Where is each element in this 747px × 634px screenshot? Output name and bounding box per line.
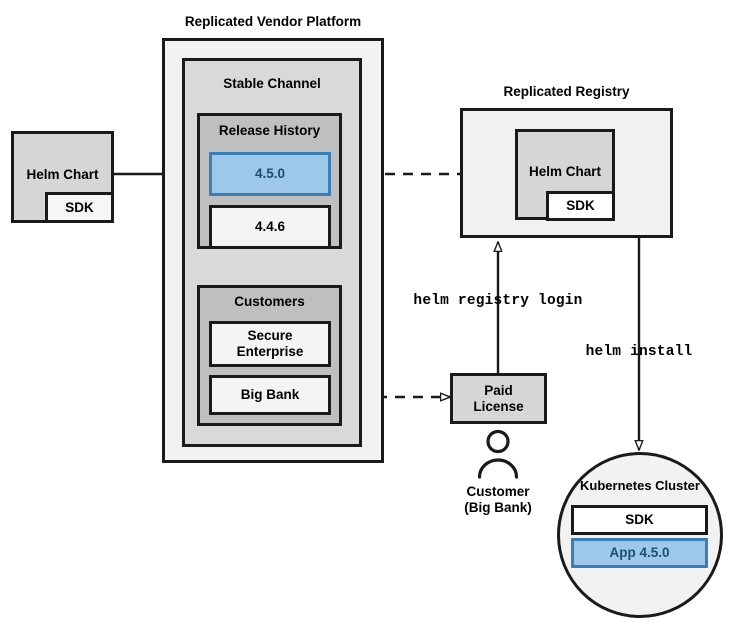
registry-helm-chart-box: Helm Chart [515,129,615,220]
paid-license-box: Paid License [450,373,547,424]
source-helm-chart-label: Helm Chart [26,167,99,182]
registry-sdk-label: SDK [566,198,595,214]
release-4-4-6-box[interactable]: 4.4.6 [209,205,331,249]
cluster-app-label: App 4.5.0 [609,545,670,561]
vendor-platform-title: Replicated Vendor Platform [184,14,362,29]
cluster-app-box: App 4.5.0 [571,538,708,568]
customer-big-bank-label: Big Bank [240,387,300,403]
release-4-4-6-label: 4.4.6 [254,219,286,235]
customer-person-caption-line2: (Big Bank) [464,500,532,515]
release-4-5-0-label: 4.5.0 [254,166,286,182]
source-sdk-box: SDK [45,192,114,223]
replicated-registry-title: Replicated Registry [503,84,630,99]
stable-channel-label: Stable Channel [223,76,321,91]
release-history-label: Release History [218,123,321,138]
cluster-sdk-label: SDK [625,512,654,528]
source-sdk-label: SDK [65,199,94,215]
customer-secure-enterprise-box[interactable]: Secure Enterprise [209,321,331,367]
release-4-5-0-box[interactable]: 4.5.0 [209,152,331,196]
kubernetes-cluster-label: Kubernetes Cluster [580,478,700,493]
helm-registry-login-command: helm registry login [413,293,583,309]
helm-install-command: helm install [585,344,693,360]
registry-sdk-box: SDK [546,191,615,221]
customer-secure-enterprise-label: Secure Enterprise [236,328,304,359]
customer-person-icon [477,429,519,479]
customers-label: Customers [234,294,305,309]
customer-big-bank-box[interactable]: Big Bank [209,375,331,415]
kubernetes-cluster-circle [557,452,723,618]
paid-license-label: Paid License [473,382,524,414]
registry-helm-chart-label: Helm Chart [528,164,601,179]
customer-person-caption-line1: Customer [466,484,530,499]
cluster-sdk-box: SDK [571,505,708,535]
